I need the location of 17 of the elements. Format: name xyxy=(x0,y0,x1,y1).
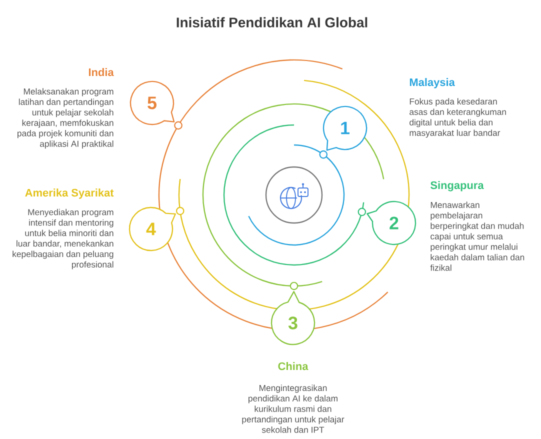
heading: Malaysia xyxy=(410,78,455,88)
speech-bubble: 4 xyxy=(128,206,176,252)
speech-bubble: 5 xyxy=(130,80,175,126)
speech-bubble: 3 xyxy=(270,290,316,346)
description: Menawarkan pembelajaran berperingkat dan mudah capai untuk semua peringkat umur melalui kaedah dalam talian dan fizikal xyxy=(430,202,524,271)
description: Melaksanakan program latihan dan pertandingan untuk pelajar sekolah kerajaan, memfokuskan pada projek komuniti dan aplikasi AI praktikal xyxy=(18,88,114,149)
description: Menyediakan program intensif dan mentoring untuk belia minoriti dan luar bandar, menekankan kepelbagaian dan peluang profesional xyxy=(12,208,114,270)
title: Inisiatif Pendidikan AI Global xyxy=(176,17,368,28)
heading: Amerika Syarikat xyxy=(25,188,114,199)
heading: India xyxy=(88,68,114,76)
speech-bubble: 1 xyxy=(322,106,368,151)
heading: China xyxy=(278,362,308,370)
speech-bubble: 2 xyxy=(366,200,416,246)
description: Fokus pada kesedaran asas dan keterangkuman digital untuk belia dan masyarakat luar bandar xyxy=(410,98,506,138)
heading: Singapura xyxy=(430,181,484,192)
description: Mengintegrasikan pendidikan AI ke dalam kurikulum rasmi dan pertandingan untuk pelajar sekolah dan IPT xyxy=(242,384,344,433)
hub-circle xyxy=(265,166,323,224)
